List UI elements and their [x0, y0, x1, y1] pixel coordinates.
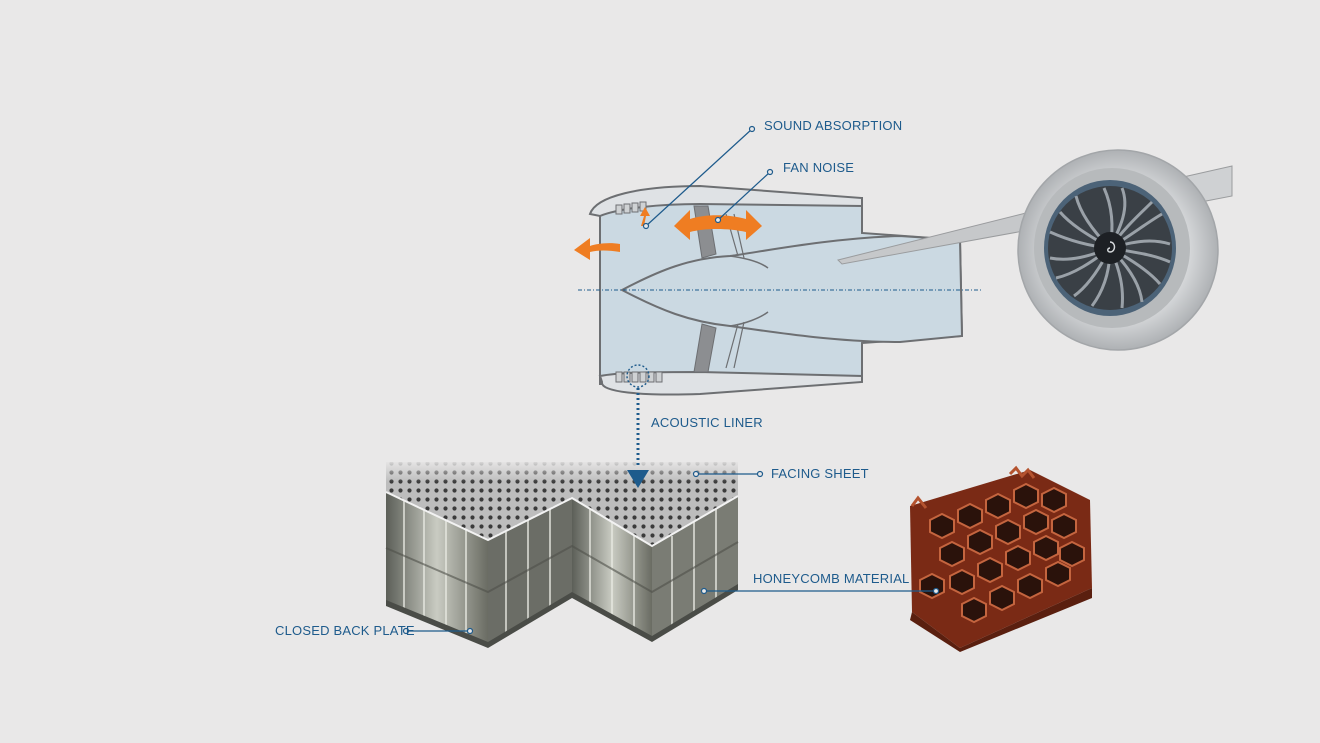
label-honeycomb-material: HONEYCOMB MATERIAL [753, 571, 910, 586]
engine-cross-section [574, 184, 982, 396]
label-acoustic-liner: ACOUSTIC LINER [651, 415, 763, 430]
label-facing-sheet: FACING SHEET [771, 466, 869, 481]
label-sound-absorption: SOUND ABSORPTION [764, 118, 902, 133]
acoustic-liner-highlight [626, 364, 650, 388]
acoustic-panel-cutaway [385, 462, 739, 648]
engine-fan [1048, 186, 1172, 310]
double-arrow-icon [674, 210, 762, 240]
jet-engine-photo [837, 149, 1233, 351]
label-closed-back-plate: CLOSED BACK PLATE [275, 623, 415, 638]
arrow-left-icon [574, 238, 620, 260]
honeycomb-cells [919, 482, 1085, 624]
leader-lines [402, 125, 940, 635]
down-arrow-icon [627, 470, 649, 488]
lower-nacelle-lip [598, 370, 863, 396]
acoustic-liner-bottom-cells [615, 371, 663, 383]
label-fan-noise: FAN NOISE [783, 160, 854, 175]
engine-core [619, 234, 964, 344]
arrow-up-icon [640, 207, 650, 226]
noise-arrows [574, 207, 762, 260]
honeycomb-sample [910, 465, 1092, 652]
